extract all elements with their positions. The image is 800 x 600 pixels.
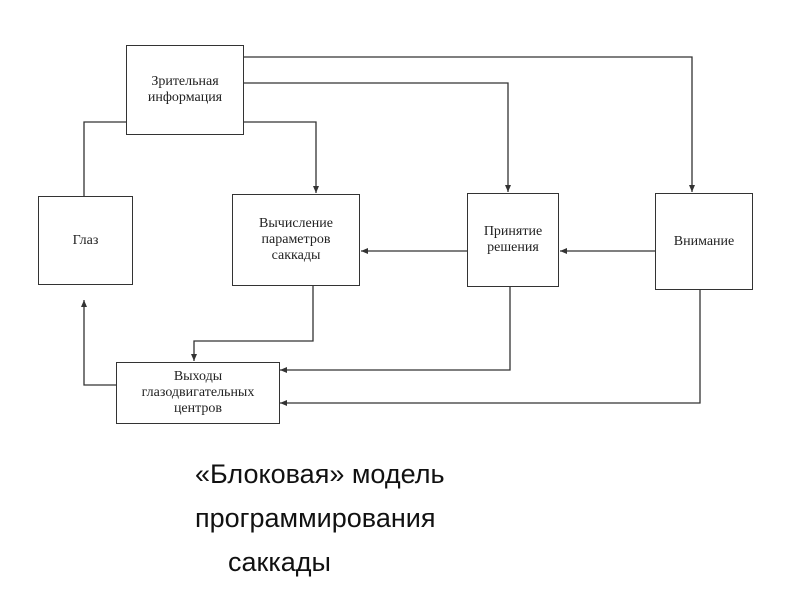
node-saccade-parameters-label: Вычисление параметров саккады xyxy=(259,216,333,263)
edge-decision-to-outputs xyxy=(280,287,511,373)
node-decision-label: Принятие решения xyxy=(483,224,543,255)
figure-caption: «Блоковая» модель программирования сакка… xyxy=(150,452,570,584)
node-visual-information-label: Зрительная информация xyxy=(147,74,223,105)
caption-line-2: программирования xyxy=(195,503,436,533)
edge-saccade-to-outputs xyxy=(191,286,314,361)
node-oculomotor-outputs-label: Выходы глазодвигательных центров xyxy=(141,369,255,416)
edge-visual-to-attention xyxy=(243,56,695,192)
caption-line-1: «Блоковая» модель xyxy=(195,459,445,489)
edge-visual-to-saccade xyxy=(243,121,319,193)
edge-outputs-to-eye xyxy=(81,300,116,386)
edge-visual-to-decision xyxy=(243,82,511,192)
node-visual-information: Зрительная информация xyxy=(126,45,244,135)
node-oculomotor-outputs: Выходы глазодвигательных центров xyxy=(116,362,280,424)
node-decision: Принятие решения xyxy=(467,193,559,287)
node-attention-label: Внимание xyxy=(673,233,735,249)
caption-line-3: саккады xyxy=(228,547,331,577)
node-saccade-parameters: Вычисление параметров саккады xyxy=(232,194,360,286)
node-eye: Глаз xyxy=(38,196,133,285)
node-attention: Внимание xyxy=(655,193,753,290)
edge-attention-to-outputs xyxy=(280,290,701,406)
node-eye-label: Глаз xyxy=(72,232,99,248)
edge-eye-to-visual xyxy=(83,121,126,196)
